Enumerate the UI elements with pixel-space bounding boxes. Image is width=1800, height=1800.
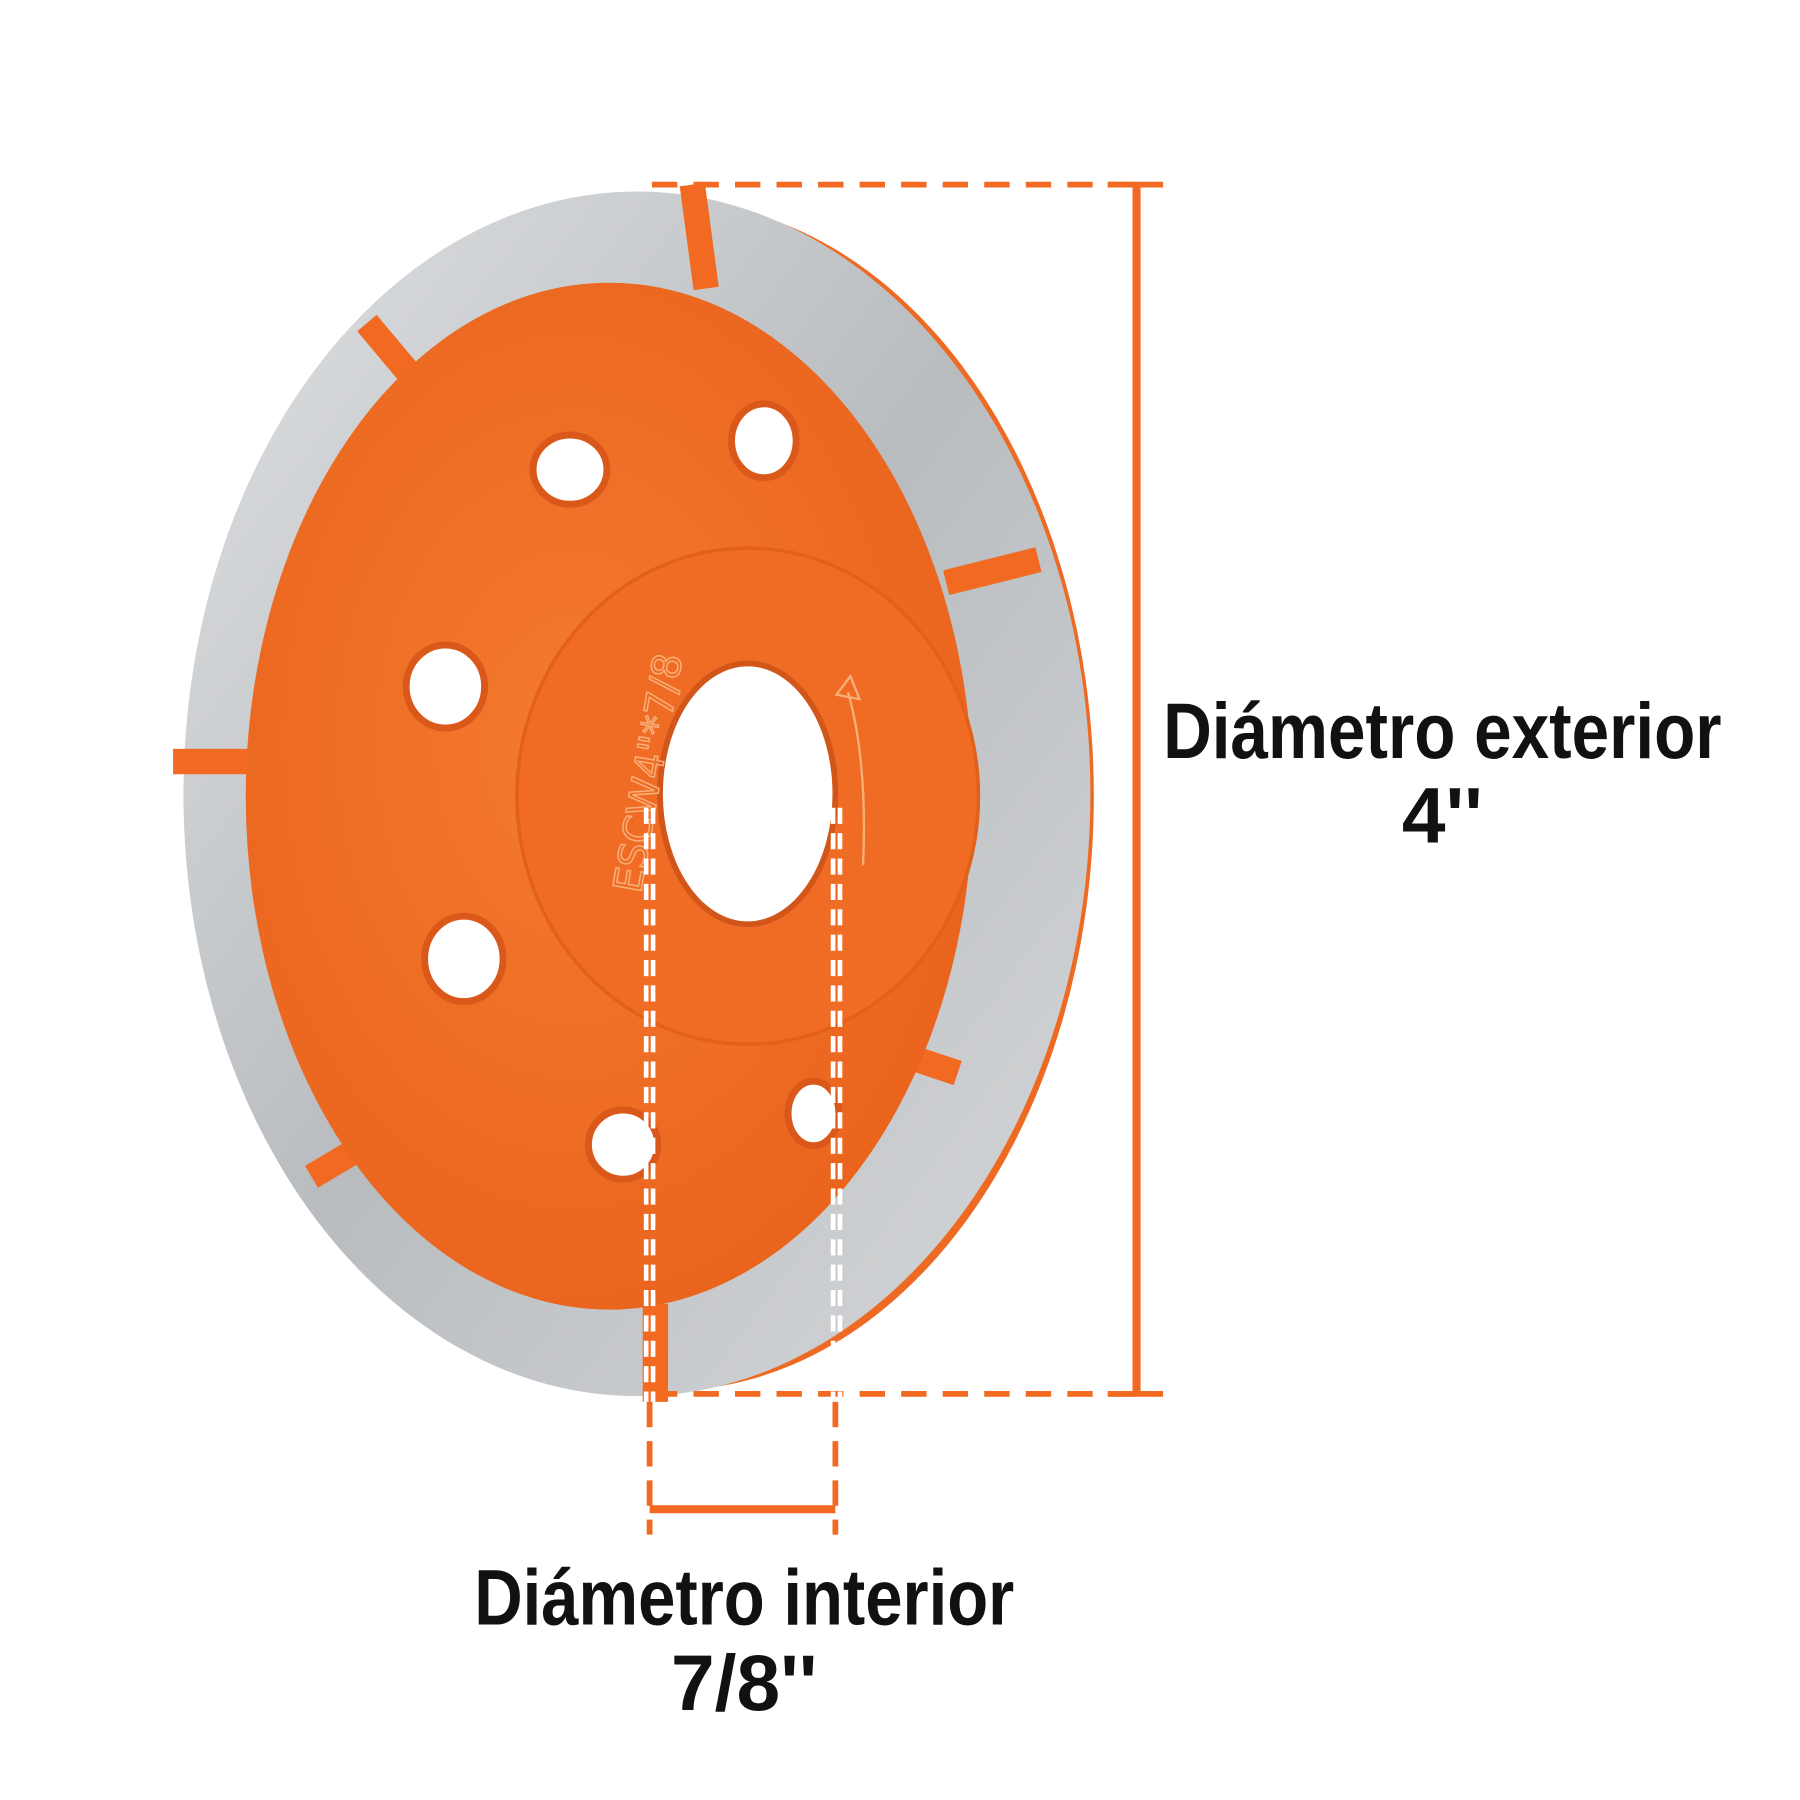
outer-diameter-label: Diámetro exterior [1163, 687, 1721, 775]
arbor-hole [657, 660, 839, 928]
inner-diameter-value: 7/8'' [671, 1639, 817, 1727]
inner-diameter-label: Diámetro interior [474, 1554, 1014, 1642]
rotation-arrow-icon [834, 673, 866, 866]
outer-diameter-dimension [651, 181, 1164, 1397]
inner-diameter-dimension [643, 807, 843, 1535]
outer-diameter-value: 4'' [1402, 771, 1483, 859]
cooling-holes [402, 400, 843, 1183]
